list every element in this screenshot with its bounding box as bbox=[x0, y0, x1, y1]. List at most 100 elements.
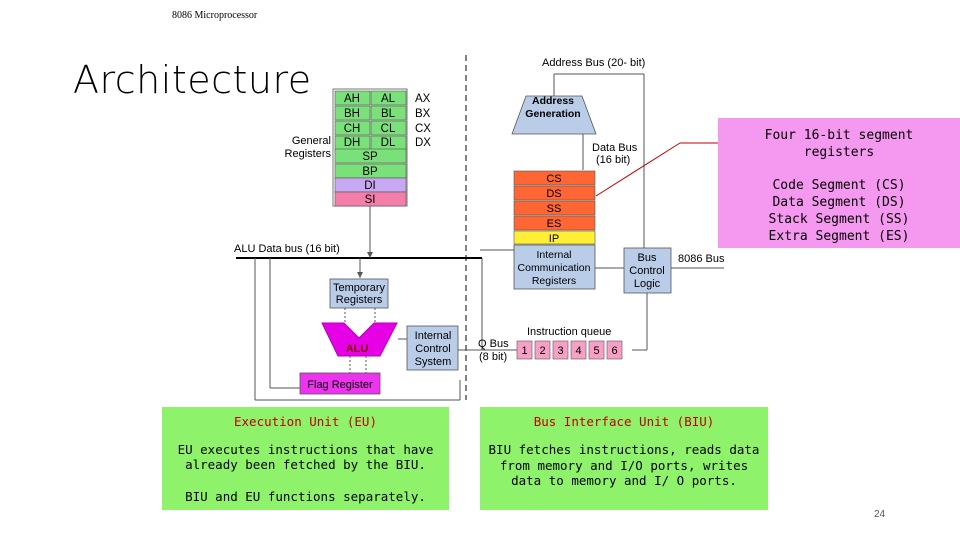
eu-title: Execution Unit (EU) bbox=[234, 414, 377, 429]
instruction-queue: 1 2 3 4 5 6 bbox=[516, 340, 623, 360]
general-registers-block: AH AL BH BL CH CL DH DL SP BP DI SI AX B… bbox=[285, 88, 431, 207]
icr-text-3: Registers bbox=[532, 275, 576, 287]
reg-bp-text: BP bbox=[362, 166, 378, 178]
queue-slot-4-text: 4 bbox=[575, 345, 581, 357]
execution-unit-box: Execution Unit (EU) EU executes instruct… bbox=[162, 407, 449, 510]
register-sp bbox=[334, 148, 407, 164]
internal-control-text-1: Internal bbox=[415, 330, 452, 342]
slide-header-label: 8086 Microprocessor bbox=[172, 10, 258, 21]
queue-slot-3 bbox=[552, 340, 569, 360]
segment-ds bbox=[513, 185, 596, 201]
seg-cs-text: CS bbox=[546, 173, 561, 185]
biu-text-2: from memory and I/O ports, writes bbox=[499, 457, 749, 473]
biu-title: Bus Interface Unit (BIU) bbox=[533, 414, 715, 429]
register-al bbox=[370, 90, 407, 106]
queue-slot-6-text: 6 bbox=[611, 345, 617, 357]
register-cl bbox=[370, 120, 407, 136]
alu-label: ALU bbox=[346, 343, 369, 355]
callout-pointer-diag bbox=[595, 142, 681, 197]
internal-communication-registers bbox=[513, 244, 596, 290]
temporary-registers bbox=[329, 278, 389, 309]
instruction-queue-label: Instruction queue bbox=[527, 326, 611, 338]
reg-al-text: AL bbox=[381, 93, 396, 105]
segment-cs bbox=[513, 170, 596, 186]
queue-slot-5 bbox=[588, 340, 605, 360]
reg-bx-text: BX bbox=[415, 108, 431, 120]
address-gen-text-1: Address bbox=[532, 95, 574, 107]
temp-reg-text-1: Temporary bbox=[333, 282, 385, 294]
reg-dh-text: DH bbox=[344, 137, 361, 149]
segment-ip bbox=[513, 230, 596, 245]
queue-slot-2 bbox=[534, 340, 551, 360]
eu-text-2: already been fetched by the BIU. bbox=[185, 457, 426, 472]
callout-line-1: Four 16-bit segment bbox=[764, 128, 914, 143]
general-label-1: General bbox=[292, 135, 331, 147]
queue-slot-5-text: 5 bbox=[593, 345, 599, 357]
register-ch bbox=[334, 120, 371, 136]
internal-control-text-2: Control bbox=[415, 343, 450, 355]
internal-control-system bbox=[406, 325, 459, 371]
data-bus-label-2: (16 bit) bbox=[596, 154, 630, 166]
icr-text-2: Communication bbox=[518, 262, 591, 274]
segment-registers-block: CS DS SS ES IP bbox=[513, 170, 596, 245]
bus-control-logic bbox=[623, 247, 672, 294]
reg-ah-text: AH bbox=[344, 93, 360, 105]
seg-ds-text: DS bbox=[546, 188, 561, 200]
alu-data-bus-label: ALU Data bus (16 bit) bbox=[234, 243, 340, 255]
biu-text-1: BIU fetches instructions, reads data bbox=[488, 442, 760, 457]
address-bus-label: Address Bus (20- bit) bbox=[542, 57, 645, 69]
reg-ch-text: CH bbox=[344, 123, 361, 135]
bus-interface-unit-box: Bus Interface Unit (BIU) BIU fetches ins… bbox=[480, 407, 768, 510]
callout-line-2: registers bbox=[803, 145, 875, 160]
biu-text-3: data to memory and I/ O ports. bbox=[511, 473, 737, 488]
queue-slot-2-text: 2 bbox=[539, 345, 545, 357]
callout-item-ds: Data Segment (DS) bbox=[772, 195, 906, 210]
flag-register-label: Flag Register bbox=[307, 379, 373, 391]
data-bus-label-1: Data Bus bbox=[592, 142, 638, 154]
reg-ax-text: AX bbox=[415, 93, 431, 105]
bcl-text-1: Bus bbox=[638, 252, 657, 264]
reg-cx-text: CX bbox=[415, 123, 431, 135]
temp-reg-text-2: Registers bbox=[336, 294, 383, 306]
q-bus-label-1: Q Bus bbox=[478, 338, 509, 350]
bcl-text-3: Logic bbox=[634, 278, 661, 290]
reg-dl-text: DL bbox=[381, 137, 396, 149]
bcl-text-2: Control bbox=[629, 265, 664, 277]
queue-slot-3-text: 3 bbox=[557, 345, 563, 357]
queue-slot-1 bbox=[516, 340, 533, 360]
reg-sp-text: SP bbox=[362, 151, 378, 163]
reg-dx-text: DX bbox=[415, 137, 431, 149]
bus-8086-label: 8086 Bus bbox=[678, 253, 725, 265]
eu-text-1: EU executes instructions that have bbox=[177, 442, 434, 457]
segment-registers-callout: Four 16-bit segment registers Code Segme… bbox=[718, 118, 960, 248]
slide-title: Architecture bbox=[73, 58, 312, 102]
icr-text-1: Internal bbox=[536, 249, 571, 261]
flag-register bbox=[299, 372, 381, 395]
queue-slot-6 bbox=[606, 340, 623, 360]
address-generation-unit bbox=[511, 95, 597, 135]
register-bh bbox=[334, 105, 371, 121]
register-bl bbox=[370, 105, 407, 121]
callout-item-cs: Code Segment (CS) bbox=[772, 178, 906, 193]
callout-item-es: Extra Segment (ES) bbox=[768, 229, 910, 244]
address-gen-text-2: Generation bbox=[525, 108, 580, 120]
segment-ss bbox=[513, 200, 596, 216]
reg-cl-text: CL bbox=[381, 123, 396, 135]
alu-shape bbox=[321, 322, 398, 357]
seg-ip-text: IP bbox=[549, 233, 559, 245]
segment-es bbox=[513, 215, 596, 231]
seg-es-text: ES bbox=[547, 218, 562, 230]
reg-di-text: DI bbox=[364, 180, 376, 192]
general-label-2: Registers bbox=[285, 148, 332, 160]
internal-control-text-3: System bbox=[415, 356, 452, 368]
reg-bl-text: BL bbox=[381, 108, 396, 120]
queue-slot-1-text: 1 bbox=[521, 345, 527, 357]
q-bus-label-2: (8 bit) bbox=[479, 351, 507, 363]
reg-bh-text: BH bbox=[344, 108, 360, 120]
page-number: 24 bbox=[874, 509, 886, 520]
queue-slot-4 bbox=[570, 340, 587, 360]
seg-ss-text: SS bbox=[547, 203, 562, 215]
eu-text-3: BIU and EU functions separately. bbox=[185, 489, 426, 504]
callout-item-ss: Stack Segment (SS) bbox=[768, 212, 910, 227]
